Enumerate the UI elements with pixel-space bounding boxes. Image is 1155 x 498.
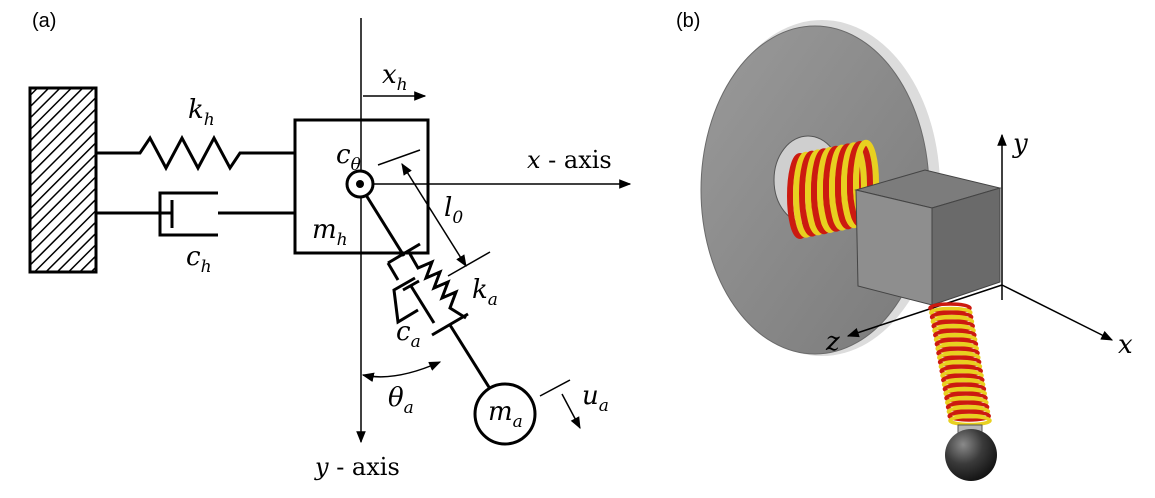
label-xh: xh (382, 60, 408, 95)
l0-dimension-arrow (401, 162, 467, 268)
panel-a-tag: (a) (32, 10, 56, 32)
label-theta: θa (388, 383, 414, 418)
coil-turn (947, 410, 991, 422)
panel-a: (a) kh ch mh cθ x - axis y - axis xh (28, 10, 632, 481)
pendulum-rod-lower (448, 324, 494, 393)
x-axis-3d (1001, 284, 1114, 341)
pendulum-crossbar-bottom (431, 312, 469, 337)
label-ctheta: cθ (336, 140, 361, 175)
l0-tick-top (377, 149, 421, 166)
pendulum-rod-upper (364, 194, 406, 257)
label-x-axis: x - axis (527, 146, 612, 174)
label-z-3d: z (825, 327, 840, 357)
label-mh: mh (312, 215, 348, 250)
horizontal-coil (787, 139, 879, 239)
panel-b: (b) y x z (676, 10, 1133, 481)
label-ua: ua (582, 381, 609, 416)
vertical-coil (928, 302, 992, 427)
l0-tick-bottom (447, 251, 491, 277)
pivot-dot (356, 180, 364, 188)
ua-arrow (561, 393, 581, 430)
panel-b-tag: (b) (676, 10, 700, 32)
label-x-3d: x (1118, 330, 1133, 360)
label-kh: kh (188, 95, 215, 130)
damper-ca (386, 262, 436, 325)
label-ka: ka (472, 275, 498, 310)
label-ca: ca (396, 317, 421, 352)
cube-side (931, 187, 1001, 306)
ball-mass (945, 429, 997, 481)
label-y-axis: y - axis (314, 453, 400, 481)
label-ma: ma (488, 397, 523, 432)
damper-ch (96, 191, 295, 237)
label-y-3d: y (1012, 129, 1028, 159)
label-ch: ch (186, 242, 212, 277)
theta-arc (361, 361, 442, 382)
spring-kh (96, 134, 295, 172)
ua-tick (539, 379, 571, 397)
label-l0: l0 (444, 193, 463, 228)
cube-front (855, 189, 933, 306)
spring-ka (408, 253, 467, 320)
pendulum-mass-ma (473, 382, 537, 446)
z-axis-3d (846, 284, 1003, 338)
wall-hatched (28, 86, 98, 274)
